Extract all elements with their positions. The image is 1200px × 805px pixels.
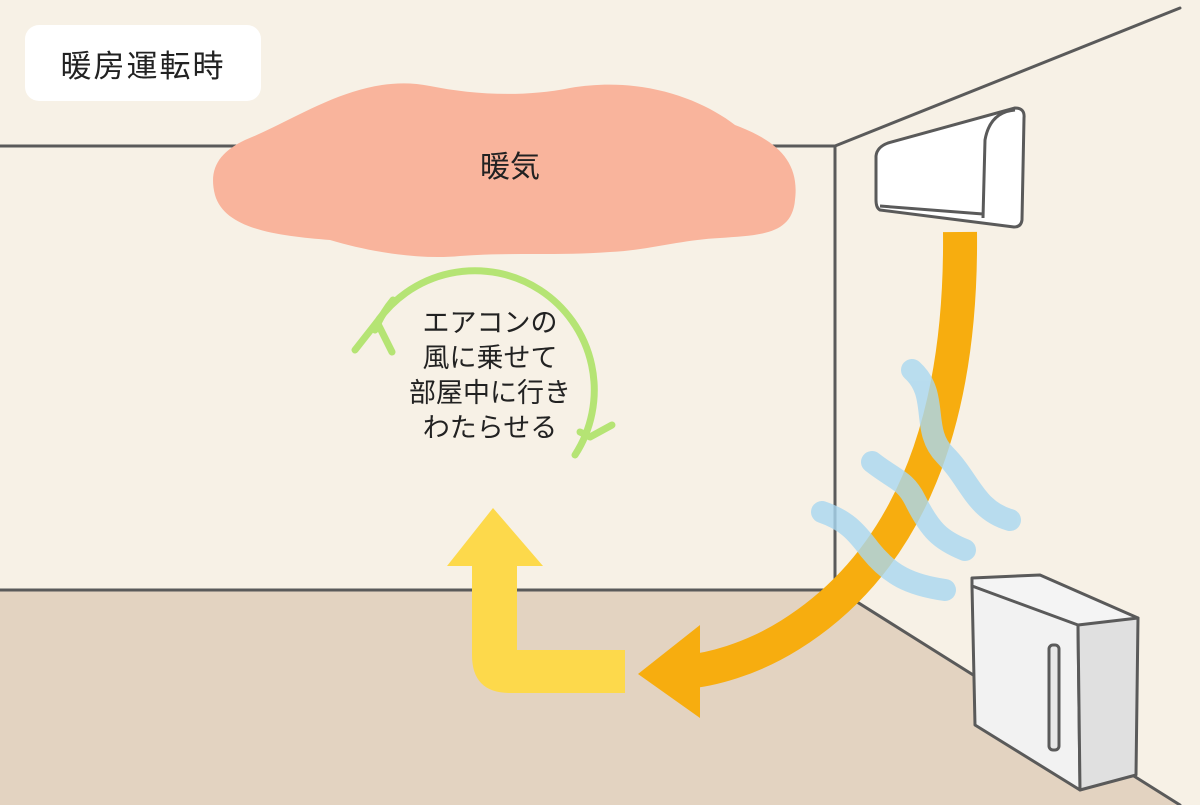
warm-air-cloud <box>213 83 796 258</box>
circulation-caption: エアコンの 風に乗せて 部屋中に行き わたらせる <box>385 306 595 446</box>
warm-air-label: 暖気 <box>480 150 540 185</box>
circulation-line: わたらせる <box>422 413 558 444</box>
cycle-arrow-icon <box>351 267 616 459</box>
circulation-line: 部屋中に行き <box>409 378 571 409</box>
air-conditioner-icon <box>874 106 1026 229</box>
humidifier-icon <box>970 573 1140 792</box>
circulation-line: エアコンの <box>422 308 558 339</box>
circulation-line: 風に乗せて <box>422 343 558 374</box>
floor <box>0 590 1180 805</box>
mode-label: 暖房運転時 <box>25 25 261 101</box>
airflow-arrow <box>638 231 978 718</box>
steam-icon <box>811 359 1021 601</box>
return-air-arrow <box>447 508 625 693</box>
